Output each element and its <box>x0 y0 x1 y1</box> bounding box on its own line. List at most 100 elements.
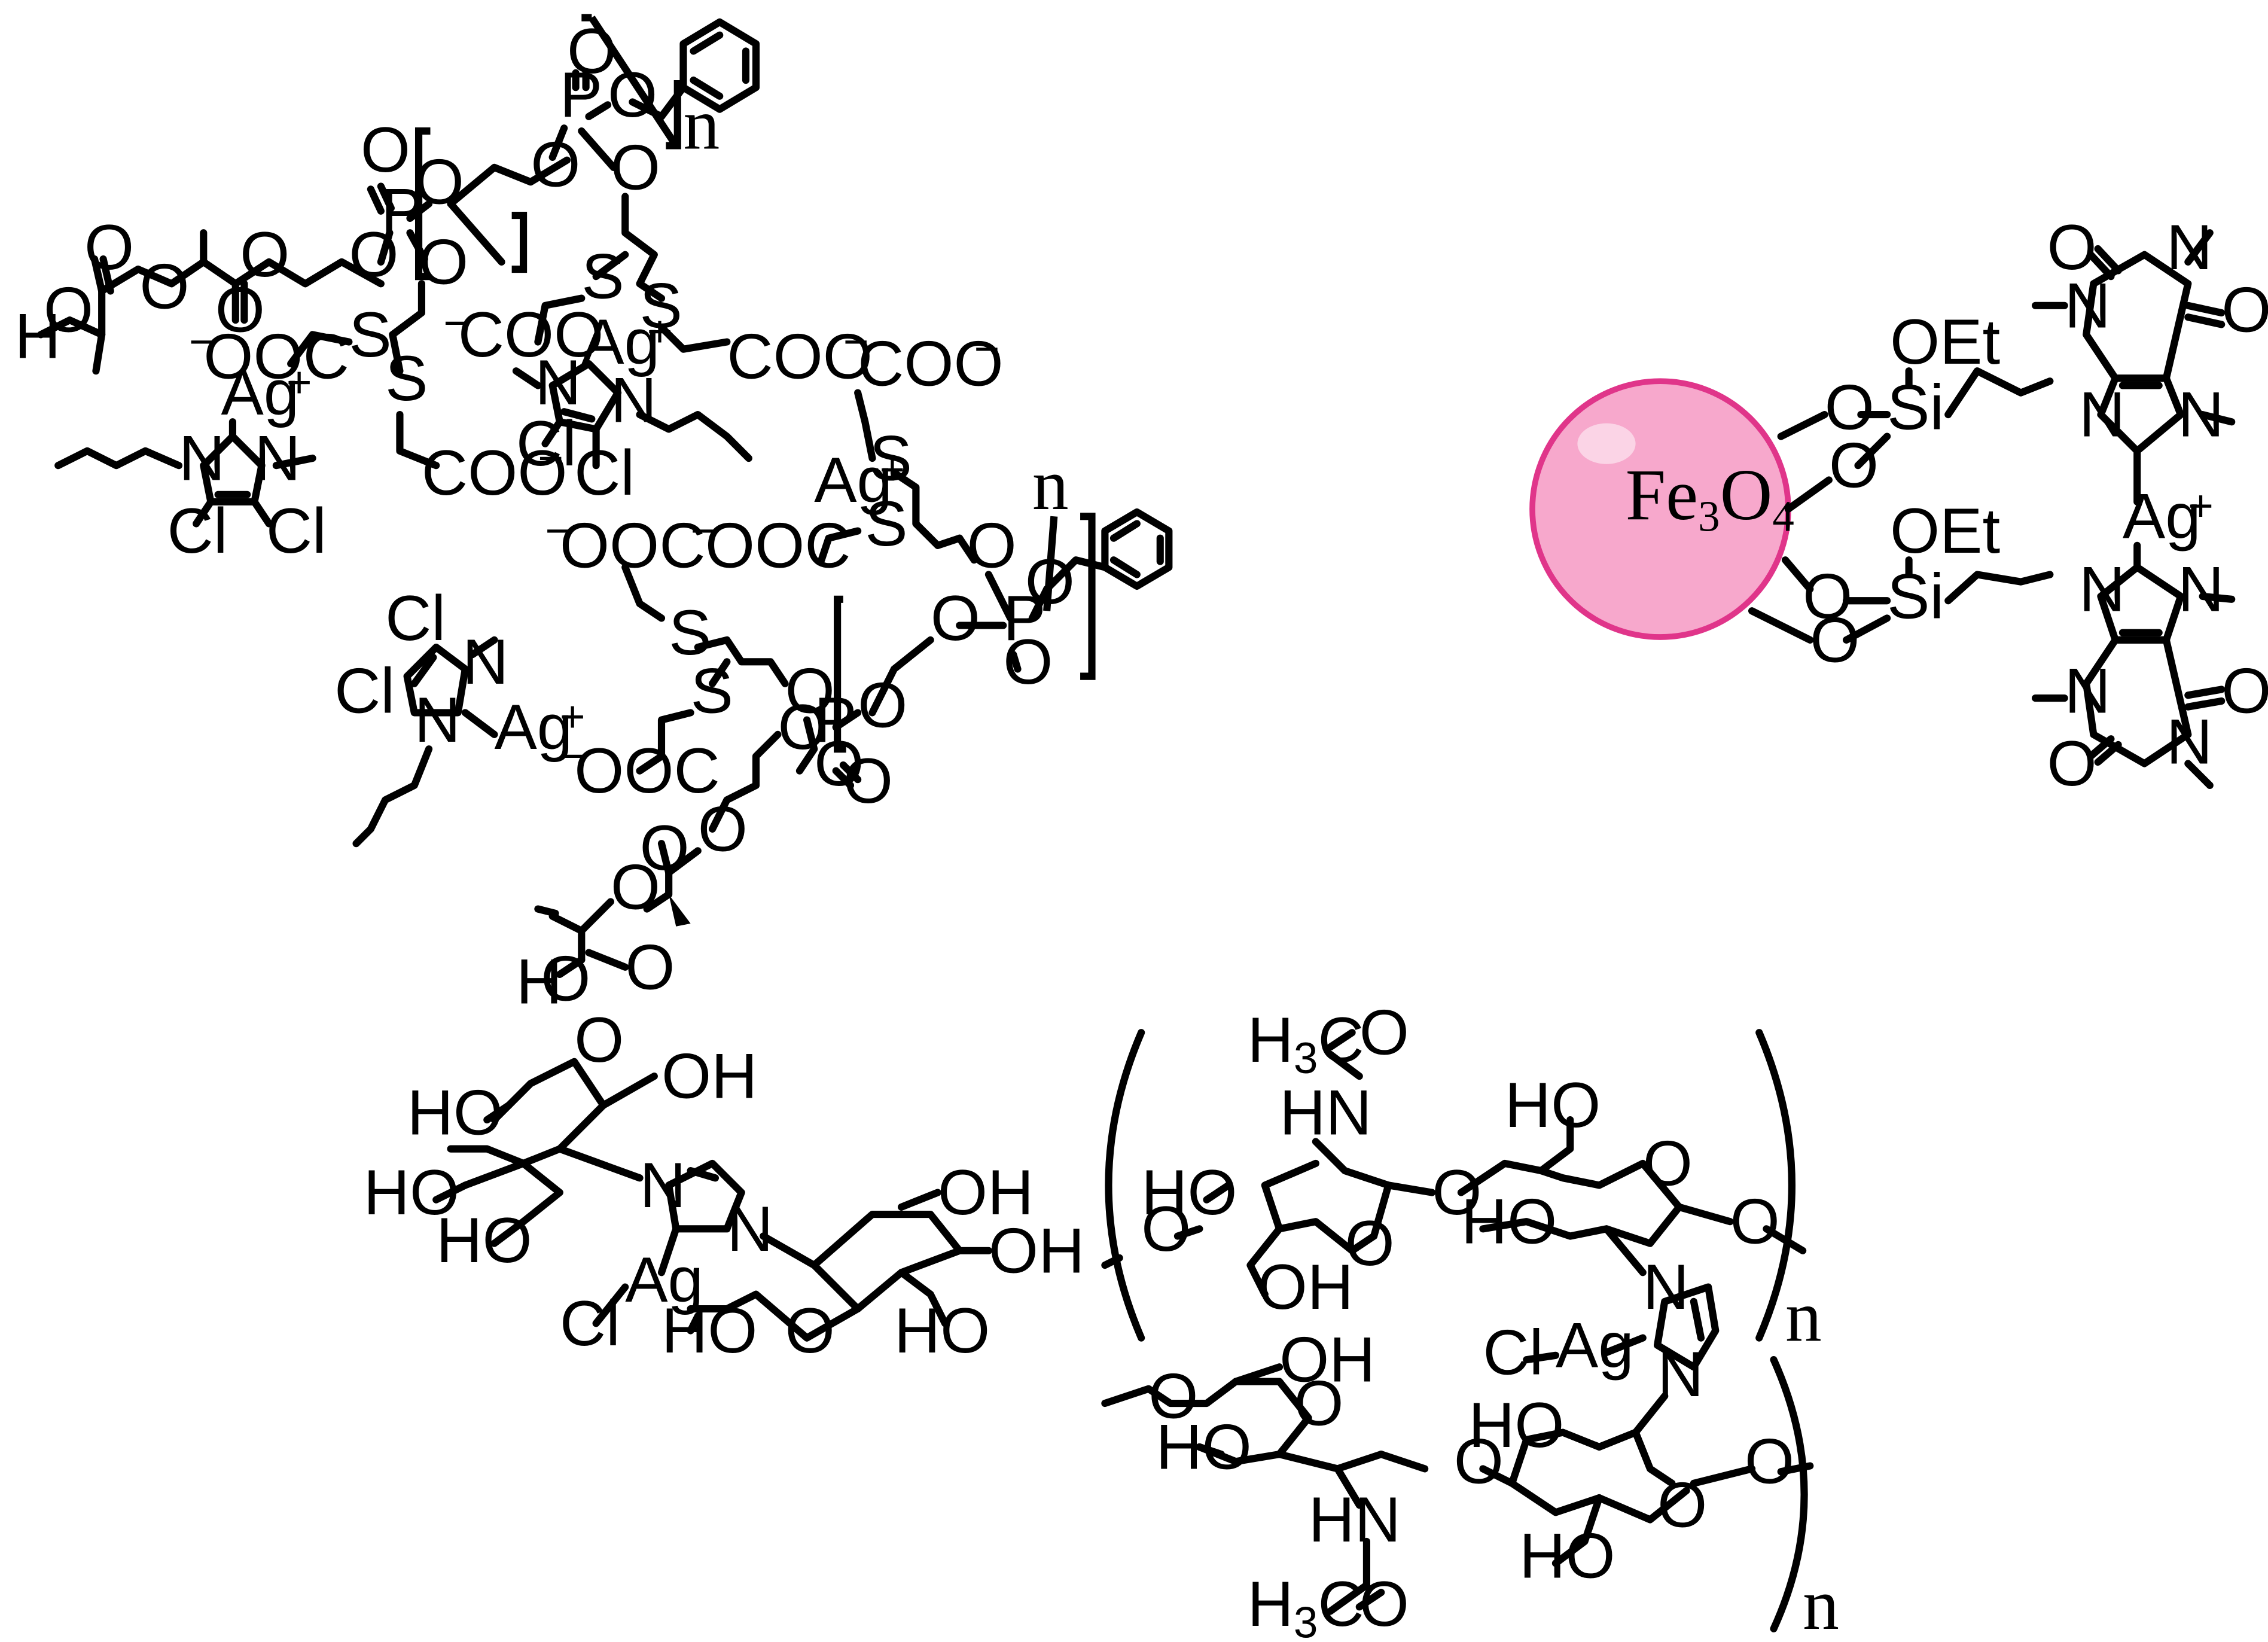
phosphorus-label-2: P <box>560 59 602 130</box>
linker-o-label-2: O <box>1829 429 1879 501</box>
carbonyl-o-label: O <box>84 211 134 283</box>
lactate-end-group-top: H O O O O O O <box>14 211 399 375</box>
siloxane-linker-top: O O Si OEt <box>1777 306 2054 513</box>
linker-o-label-3: O <box>1803 560 1852 632</box>
repeat-index-c1: n <box>1785 1277 1822 1357</box>
hydroxyl-h-label-2: H <box>516 946 562 1018</box>
silver-ion-label-2: Ag <box>221 357 299 428</box>
carboxylate-label-7: OOC <box>560 509 706 581</box>
glycosidic-o-label-6: O <box>1745 1425 1794 1497</box>
nitrogen-label: N <box>535 346 581 418</box>
sulfur-label-3: S <box>349 298 391 370</box>
phosphate-o-label-5: O <box>1003 626 1053 697</box>
carboxylate-label-4: COO <box>422 437 568 508</box>
hydroxyl-label-c7: HO <box>1468 1389 1564 1461</box>
carbonyl-o-label-4: O <box>625 931 675 1003</box>
sulfur-label: S <box>581 240 624 312</box>
phosphorus-label-3: P <box>1003 582 1045 654</box>
carbonyl-o-label-b4: O <box>2221 654 2268 726</box>
phosphate-o-label-8: O <box>778 691 827 763</box>
phosphate-group-2: P O O O O <box>531 15 660 203</box>
phosphate-o-label-11: O <box>858 669 907 741</box>
carboxylate-label: COO <box>727 320 873 392</box>
repeat-index-top: n <box>683 84 720 164</box>
carboxylate-charge: − <box>843 318 869 366</box>
hydroxyl-label-c4: HO <box>1461 1186 1557 1257</box>
hydroxyl-label-4: HO <box>436 1204 532 1276</box>
nitrogen-label-b5: N <box>2079 553 2125 624</box>
glucose-silver-nhc-panel: O OH HO HO HO N N Ag Cl OH OH O HO HO <box>364 1004 1085 1366</box>
ether-o-label-3: O <box>531 128 580 200</box>
silver-ion-label-b: Ag <box>2123 480 2201 552</box>
imidazole-n-label-2: N <box>727 1193 773 1265</box>
hydroxyl-label-5: OH <box>938 1156 1034 1228</box>
siloxane-linker-bottom: O O Si OEt <box>1748 495 2054 675</box>
hydroxyl-label-c2: OH <box>1258 1251 1354 1323</box>
nhc-silver-ring-lower: Cl Cl N N Ag + <box>334 582 585 848</box>
glycosidic-o-label-4: O <box>1148 1360 1198 1431</box>
silicon-label-2: Si <box>1887 560 1944 632</box>
carboxylate-charge-3: − <box>189 318 215 366</box>
amide-hn-label: HN <box>1279 1076 1371 1148</box>
carboxylate-charge-8: − <box>560 732 586 781</box>
o-symbol: O <box>1720 455 1773 535</box>
ether-o-label: O <box>240 218 289 290</box>
glycosidic-o-label: O <box>1141 1193 1191 1265</box>
carboxylate-label-6: OOC <box>705 509 851 581</box>
acetyl-h-label-2: H3C <box>1248 1568 1364 1642</box>
carboxylate-label-3: OOC <box>203 320 349 392</box>
chlorine-label-3: Cl <box>167 495 228 566</box>
silver-nhc-polymer-panel: H O O O O O O P O O O P <box>14 14 1173 1018</box>
carboxylate-charge-6: − <box>691 507 717 555</box>
glycosidic-o-label-3: O <box>1730 1186 1780 1257</box>
nitrogen-label-4: N <box>254 422 300 493</box>
fe-subscript: 3 <box>1698 492 1720 541</box>
hydroxyl-label-c5: OH <box>1279 1324 1375 1396</box>
polymer-branch-lower: Ag + S S COO − OOC − O P O O O <box>691 325 1173 753</box>
polymer-branch-lower-center: OOC − S O S OOC − P O O O O O O O <box>516 507 907 1018</box>
sulfur-label-4: S <box>385 342 428 414</box>
silver-charge-b: + <box>2188 482 2214 531</box>
carbonyl-o-label-b2: O <box>2221 274 2268 346</box>
ether-o-label-6: O <box>698 793 748 864</box>
nitrogen-label-6: N <box>414 684 461 755</box>
hydroxyl-label-8: HO <box>894 1294 990 1366</box>
chlorine-label: Cl <box>516 407 577 479</box>
ether-o-label-5: O <box>785 654 835 726</box>
ring-o-label: O <box>574 1004 624 1076</box>
caffeine-nhc-bottom: N N N N O O <box>2032 553 2268 799</box>
nhc-silver-ring-left: Ag + N N Cl Cl <box>54 357 327 566</box>
acetyl-h-label: H3C <box>1248 1004 1364 1083</box>
nitrogen-label-2: N <box>611 364 657 435</box>
hydroxyl-label-2: HO <box>407 1076 503 1148</box>
linker-o-label: O <box>1825 371 1874 443</box>
chlorine-label-5: Cl <box>385 582 446 654</box>
chlorine-label-2: Cl <box>574 437 635 508</box>
silver-label-d: Ag <box>1556 1309 1634 1381</box>
chlorine-label-d: Cl <box>1483 1316 1543 1388</box>
carboxylate-charge-5: − <box>974 325 1000 373</box>
phosphate-o-label-3: O <box>608 59 657 130</box>
fe-symbol: Fe <box>1626 455 1699 535</box>
repeat-index-mid: n <box>1032 445 1069 525</box>
phosphate-o-label-4: O <box>611 131 660 203</box>
carboxylate-label-8: OOC <box>574 735 720 806</box>
ethoxy-label-2: OEt <box>1890 495 2000 566</box>
nanoparticle-highlight <box>1577 423 1636 464</box>
o-subscript: 4 <box>1772 492 1794 541</box>
phosphoryl-o-label: O <box>361 114 410 185</box>
glycosidic-o-label-2: O <box>1432 1156 1481 1228</box>
nhc-silver-ring-top: N N Cl Cl <box>512 346 752 508</box>
silver-ion-label-3: Ag <box>814 444 892 516</box>
carboxylate-label-5: COO <box>858 327 1004 399</box>
ring-o-label-2: O <box>785 1294 835 1366</box>
ester-o-label-2: O <box>611 851 660 923</box>
repeat-index-c2: n <box>1803 1565 1839 1642</box>
hydroxyl-h-label: H <box>14 300 60 371</box>
nitrogen-label-b4: N <box>2166 211 2212 283</box>
benzyl-repeat-top: n <box>581 14 760 164</box>
carbonyl-o-label-2: O <box>215 274 265 346</box>
acetyl-o-label: O <box>1359 997 1409 1068</box>
phosphate-o-label-10: O <box>843 745 893 817</box>
